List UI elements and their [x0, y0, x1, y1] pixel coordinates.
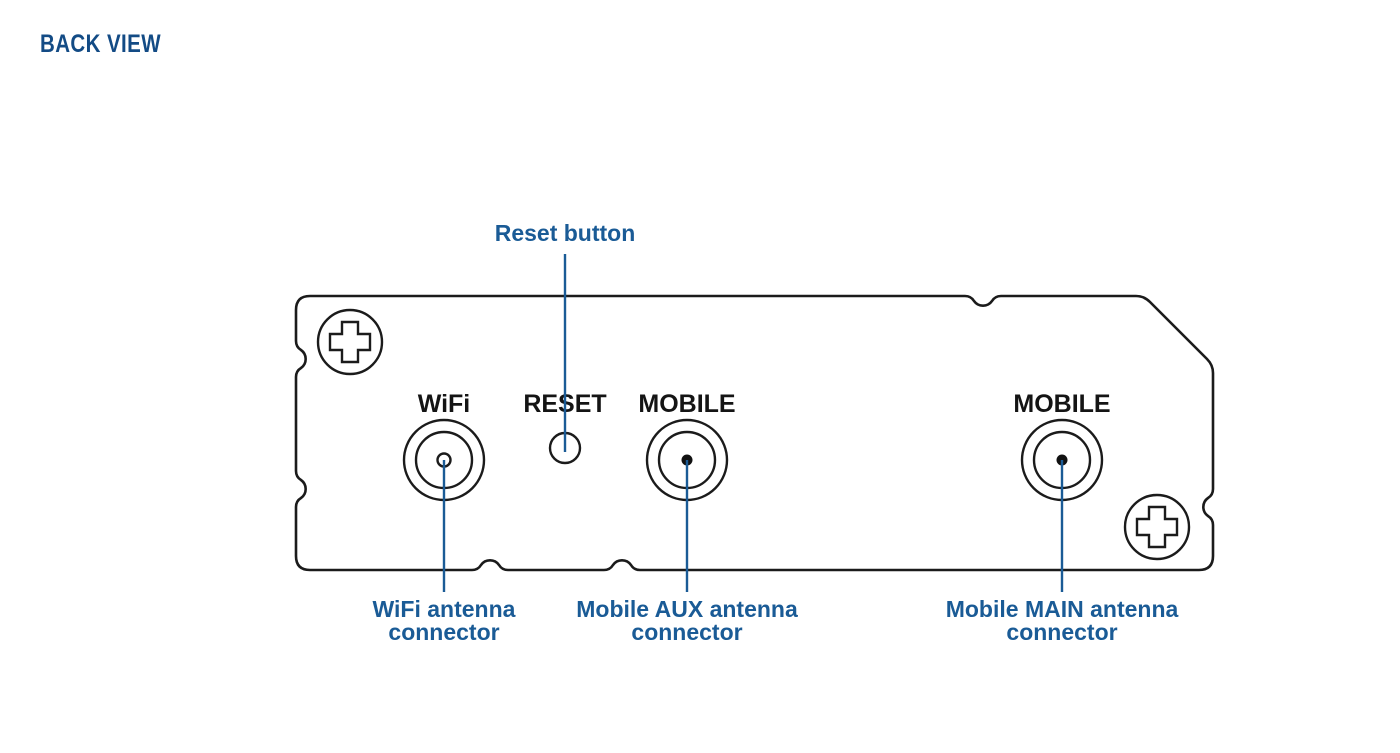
device-body-outline: [294, 294, 1215, 572]
screw-top-left: [316, 308, 384, 376]
callout-reset-button: Reset button: [495, 220, 636, 246]
screw-cross-icon: [328, 320, 372, 364]
screw-cross-icon: [1135, 505, 1179, 549]
page-title: BACK VIEW: [40, 30, 162, 58]
silkscreen-label-wifi: WiFi: [418, 390, 471, 418]
callout-wifi-antenna-line1: WiFi antenna: [373, 596, 516, 622]
callout-mobile-aux-antenna: Mobile AUX antenna connector: [576, 596, 798, 645]
silkscreen-label-mobile-main: MOBILE: [1013, 390, 1110, 418]
callout-wifi-antenna-line2: connector: [388, 619, 499, 645]
screw-bottom-right: [1123, 493, 1191, 561]
callout-mobile-main-antenna-line1: Mobile MAIN antenna: [946, 596, 1179, 622]
callout-mobile-main-antenna: Mobile MAIN antenna connector: [946, 596, 1179, 645]
callout-mobile-aux-antenna-line2: connector: [631, 619, 742, 645]
callout-mobile-main-antenna-line2: connector: [1006, 619, 1117, 645]
callout-mobile-aux-antenna-line1: Mobile AUX antenna: [576, 596, 798, 622]
silkscreen-label-mobile-aux: MOBILE: [638, 390, 735, 418]
callout-wifi-antenna: WiFi antenna connector: [373, 596, 516, 645]
